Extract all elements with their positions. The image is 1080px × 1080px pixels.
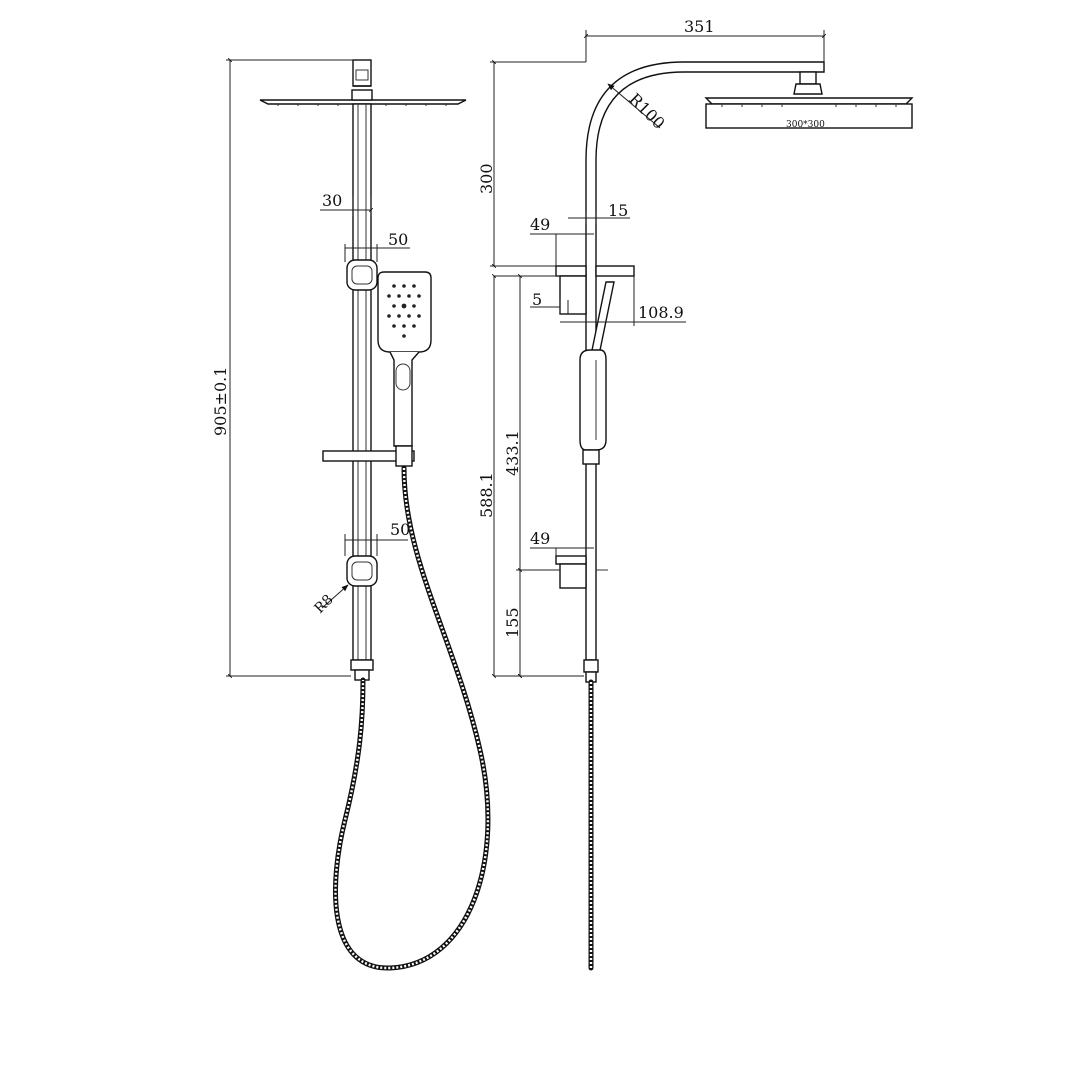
- dim-upper-bracket: 50: [344, 230, 410, 262]
- dim-holder-depth: 108.9: [560, 276, 686, 326]
- side-hand-shower: [579, 349, 607, 465]
- dim-holder-lip-label: 5: [532, 290, 542, 309]
- dim-bend-radius-label: R100: [625, 89, 669, 133]
- front-upper-bracket: [346, 259, 378, 291]
- side-rail-arm: [583, 61, 825, 683]
- dim-lower-bracket: 50: [344, 520, 410, 556]
- dim-arm-height-label: 300: [477, 163, 496, 194]
- dim-arm-reach: 351: [583, 17, 827, 62]
- dim-lower-bracket-depth: 49: [530, 529, 594, 556]
- dim-head-size-label: 300*300: [786, 120, 825, 130]
- dim-rail-offset-label: 15: [608, 201, 628, 220]
- front-hand-shower: [377, 271, 432, 447]
- dim-total-height: 905±0.1: [211, 57, 353, 679]
- dim-lower-bracket-height-label: 155: [503, 607, 522, 638]
- dim-lower-bracket-height: 155: [503, 567, 560, 679]
- dim-bracket-to-bottom-label: 588.1: [477, 472, 496, 518]
- dim-upper-bracket-depth-label: 49: [530, 215, 550, 234]
- side-lower-bracket: [555, 555, 608, 589]
- dim-bracket-to-bottom: 588.1: [477, 273, 584, 679]
- dim-lower-bracket-depth-label: 49: [530, 529, 550, 548]
- side-view: 300*300 3: [477, 17, 914, 971]
- dim-holder-lip: 5: [530, 290, 569, 314]
- dim-bracket-radius: R8: [312, 584, 349, 617]
- dim-bracket-radius-label: R8: [312, 592, 337, 617]
- side-shower-head: 300*300: [704, 71, 914, 130]
- dim-rail-width: 30: [320, 191, 374, 216]
- front-lower-bracket: [346, 555, 378, 587]
- front-hose: [333, 465, 491, 971]
- front-shower-head: [259, 89, 467, 106]
- dim-holder-depth-label: 108.9: [638, 303, 684, 322]
- spray-nozzles: [387, 284, 421, 338]
- dim-rail-offset: 15: [568, 201, 630, 224]
- dim-total-height-label: 905±0.1: [211, 367, 230, 436]
- dim-lower-bracket-label: 50: [390, 520, 410, 539]
- dim-rail-width-label: 30: [322, 191, 342, 210]
- front-holder-shelf: [322, 445, 415, 467]
- dim-upper-bracket-depth: 49: [530, 215, 594, 266]
- dim-bend-radius: R100: [607, 83, 669, 133]
- front-rail: [350, 103, 374, 681]
- dim-upper-bracket-label: 50: [388, 230, 408, 249]
- dim-arm-height: 300: [477, 59, 586, 269]
- dim-arm-reach-label: 351: [684, 17, 715, 36]
- side-head-nozzles: [721, 104, 897, 107]
- front-view: 905±0.1 30 50 50 R8: [211, 57, 491, 971]
- front-head-connector: [352, 59, 372, 87]
- dim-holder-to-lower-bracket-label: 433.1: [503, 430, 522, 476]
